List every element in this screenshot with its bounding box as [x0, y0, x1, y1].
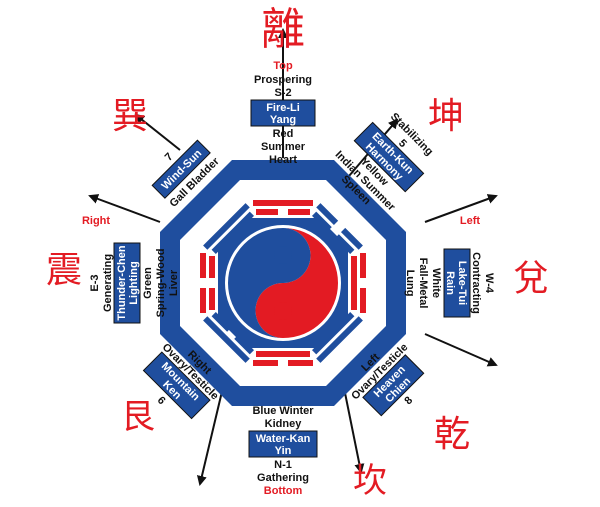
char-left: 震	[46, 250, 82, 291]
yin-yang-red-dot	[274, 302, 292, 320]
direction-right-side: Left	[460, 215, 481, 227]
trigram-bar	[203, 316, 250, 363]
trigram-bar	[288, 209, 310, 215]
top-left-box	[151, 139, 211, 199]
yin-yang-symbol	[225, 225, 341, 341]
left-line-2: Generating	[102, 254, 114, 312]
right-after-1: White	[430, 268, 442, 298]
bottom-after-1: N-1	[274, 459, 292, 471]
right-after-3: Lung	[404, 270, 416, 297]
trigram-bar	[200, 253, 206, 278]
left-line-1: E-3	[89, 274, 101, 291]
char-top: 離	[261, 4, 305, 55]
bottom-left-box	[142, 351, 211, 420]
right-after-2: Fall-Metal	[417, 258, 429, 309]
top-right-box	[353, 121, 425, 193]
left-box-line-1: Thunder-Chen	[116, 245, 128, 320]
trigram-bar	[256, 209, 278, 215]
right-box	[443, 248, 471, 318]
left-after-2: Spring-Wood	[155, 249, 167, 318]
right-line-1: W-4	[483, 273, 495, 294]
trigram-characters: 離 坤 兌 乾 坎 艮 震 巽	[46, 4, 549, 501]
top-box-line-2: Yang	[270, 114, 296, 126]
trigram-bar	[360, 253, 366, 278]
trigram-bar	[351, 256, 357, 310]
bottom-right-box	[362, 354, 425, 417]
trigram-bar	[253, 360, 278, 366]
char-top-right: 坤	[428, 96, 464, 137]
bottom-box-line-1: Water-Kan	[256, 433, 311, 445]
arrow-bottom-right	[424, 333, 498, 367]
direction-top: Top	[273, 60, 293, 72]
top-line-2: S-2	[274, 87, 291, 99]
trigram-bar	[209, 256, 215, 278]
top-after-3: Heart	[269, 154, 297, 166]
bottom-box	[248, 430, 318, 458]
char-bottom: 坎	[353, 461, 387, 501]
arrow-right	[424, 194, 498, 223]
right-box-line-1: Lake-Tui	[456, 261, 468, 305]
char-right: 兌	[513, 258, 549, 299]
trigram-bar	[253, 200, 313, 206]
direction-bottom: Bottom	[264, 485, 303, 497]
sector-right: W-4 Contracting Lake-Tui Rain White Fall…	[404, 248, 495, 318]
left-after-1: Green	[142, 267, 154, 299]
trigram-bar	[316, 203, 339, 226]
top-line-1: Prospering	[254, 74, 312, 86]
trigram-bar	[256, 351, 310, 357]
trigram-bar	[200, 288, 206, 313]
top-box	[250, 99, 316, 127]
char-bottom-left: 艮	[121, 397, 155, 437]
trigram-bar	[360, 288, 366, 313]
trigram-bar	[203, 203, 250, 250]
right-box-line-2: Rain	[444, 271, 456, 295]
arrow-bottom-left	[196, 382, 225, 486]
trigram-bar	[316, 316, 363, 363]
trigram-bar	[209, 288, 215, 310]
left-box	[113, 242, 141, 324]
sector-top: Top Prospering S-2 Fire-Li Yang Red Summ…	[250, 60, 316, 166]
top-after-2: Summer	[261, 141, 306, 153]
bottom-left-after-1: 6	[155, 394, 168, 407]
arrow-bottom	[342, 382, 365, 474]
bottom-right-after-1: 8	[402, 394, 415, 407]
trigram-bar	[340, 227, 363, 250]
top-after-1: Red	[273, 128, 294, 140]
char-top-left: 巽	[112, 96, 148, 137]
direction-left-side: Right	[82, 215, 110, 227]
bottom-line-1: Blue Winter	[252, 405, 314, 417]
top-box-line-1: Fire-Li	[266, 102, 300, 114]
yin-yang-blue-dot	[274, 246, 292, 264]
arrow-left	[88, 194, 161, 223]
left-after-3: Liver	[168, 269, 180, 296]
char-bottom-right: 乾	[434, 414, 470, 455]
trigram-bar	[288, 360, 313, 366]
right-line-2: Contracting	[470, 252, 482, 314]
direction-arrows	[88, 28, 498, 486]
left-box-line-2: Lighting	[128, 261, 140, 304]
bottom-line-2: Kidney	[265, 418, 303, 430]
sector-left: E-3 Generating Thunder-Chen Lighting Gre…	[89, 242, 180, 324]
top-left-line-1: 7	[163, 151, 176, 164]
arrow-top-left	[134, 113, 181, 151]
sector-bottom: Blue Winter Kidney Water-Kan Yin N-1 Gat…	[248, 405, 318, 497]
bottom-after-2: Gathering	[257, 472, 309, 484]
bottom-box-line-2: Yin	[275, 445, 292, 457]
